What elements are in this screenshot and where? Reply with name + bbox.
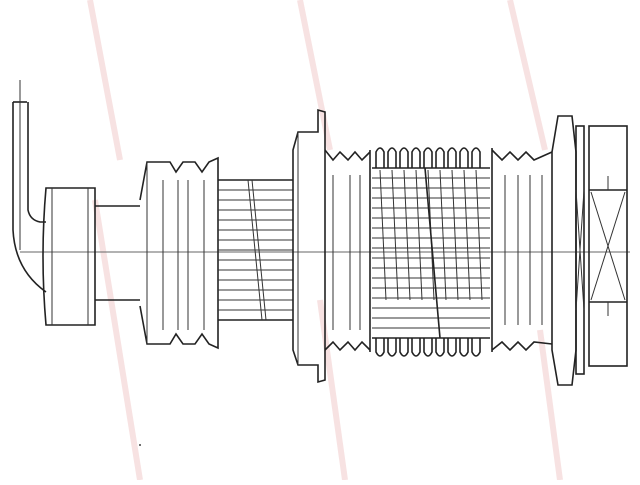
spring-guard-coil	[372, 147, 490, 357]
coil-wire	[475, 169, 483, 301]
speck	[139, 444, 141, 446]
coil-wire	[379, 169, 387, 301]
coil-break-line	[424, 167, 441, 339]
bent-tube	[12, 80, 47, 293]
coil-wire	[391, 169, 399, 301]
coil-wire	[415, 169, 423, 301]
steel-tube	[95, 205, 140, 301]
flange	[551, 115, 585, 386]
crimp-fitting-middle	[324, 149, 371, 352]
coil-turn	[471, 147, 481, 357]
coil-turn	[459, 147, 469, 357]
coil-wire	[439, 169, 447, 301]
tube-nut	[42, 187, 96, 326]
coil-turn	[375, 147, 385, 357]
collar	[292, 108, 326, 384]
coil-turn	[399, 147, 409, 357]
crimp-fitting-left	[139, 156, 219, 350]
coil-wire	[451, 169, 459, 301]
hose-break-line	[251, 179, 267, 321]
coil-wire	[463, 169, 471, 301]
coil-turn	[435, 147, 445, 357]
coil-turn	[411, 147, 421, 357]
coil-turn	[387, 147, 397, 357]
hose-break-line	[247, 179, 263, 321]
crimp-fitting-right	[491, 148, 553, 352]
hex-nut	[588, 125, 628, 367]
watermark	[87, 0, 563, 481]
coil-wire	[403, 169, 411, 301]
coil-turn	[423, 147, 433, 357]
hose-body	[218, 179, 293, 321]
coil-turn	[447, 147, 457, 357]
